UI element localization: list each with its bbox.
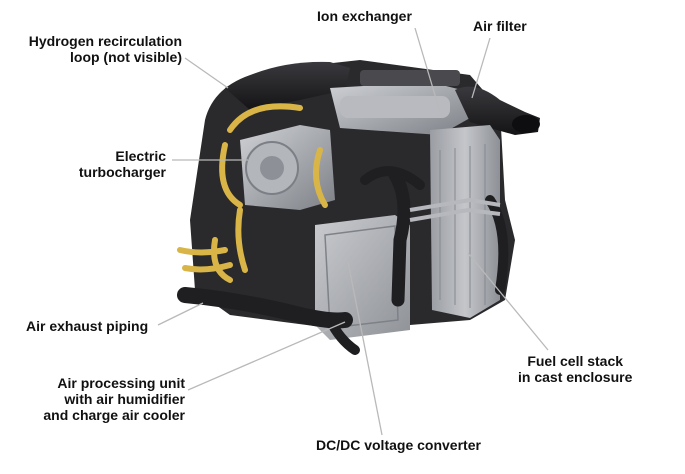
label-air-exhaust-piping: Air exhaust piping (26, 318, 148, 334)
metal-pipes (409, 197, 501, 222)
leader-hydrogen-loop (184, 57, 229, 89)
label-line: in cast enclosure (518, 369, 633, 385)
yellow-hoses (177, 103, 328, 283)
label-air-filter: Air filter (473, 18, 527, 34)
label-line: with air humidifier (64, 391, 185, 407)
label-line: Air processing unit (57, 375, 185, 391)
fuel-cell-stack-enclosure (430, 125, 500, 318)
label-line: Fuel cell stack (527, 353, 624, 369)
dcdc-converter-box (315, 215, 410, 340)
label-line: Hydrogen recirculation (28, 33, 182, 49)
label-line: loop (not visible) (70, 49, 182, 65)
turbocharger-block (240, 125, 335, 210)
label-hydrogen-recirculation-loop: Hydrogen recirculation loop (not visible… (29, 33, 182, 65)
label-line: Air exhaust piping (26, 318, 149, 334)
leader-exhaust (157, 302, 204, 326)
leader-lines (157, 27, 549, 436)
leader-ion-exchanger (414, 27, 441, 113)
label-line: DC/DC voltage converter (316, 437, 481, 453)
label-line: turbocharger (78, 164, 166, 180)
leader-fuel-cell (467, 252, 549, 351)
label-ion-exchanger: Ion exchanger (317, 8, 412, 24)
leader-dcdc (347, 261, 383, 436)
label-electric-turbocharger: Electric turbocharger (79, 148, 166, 180)
leader-air-filter (471, 37, 491, 99)
label-line: Electric (115, 148, 166, 164)
label-line: and charge air cooler (43, 407, 185, 423)
dark-hoses (177, 166, 509, 355)
label-dcdc-voltage-converter: DC/DC voltage converter (316, 437, 481, 453)
label-line: Ion exchanger (317, 8, 412, 24)
air-filter-intake (455, 86, 540, 135)
label-air-processing-unit: Air processing unit with air humidifier … (43, 375, 185, 423)
label-fuel-cell-stack: Fuel cell stack in cast enclosure (518, 353, 632, 385)
leader-air-processing (187, 321, 346, 391)
label-line: Air filter (473, 18, 527, 34)
